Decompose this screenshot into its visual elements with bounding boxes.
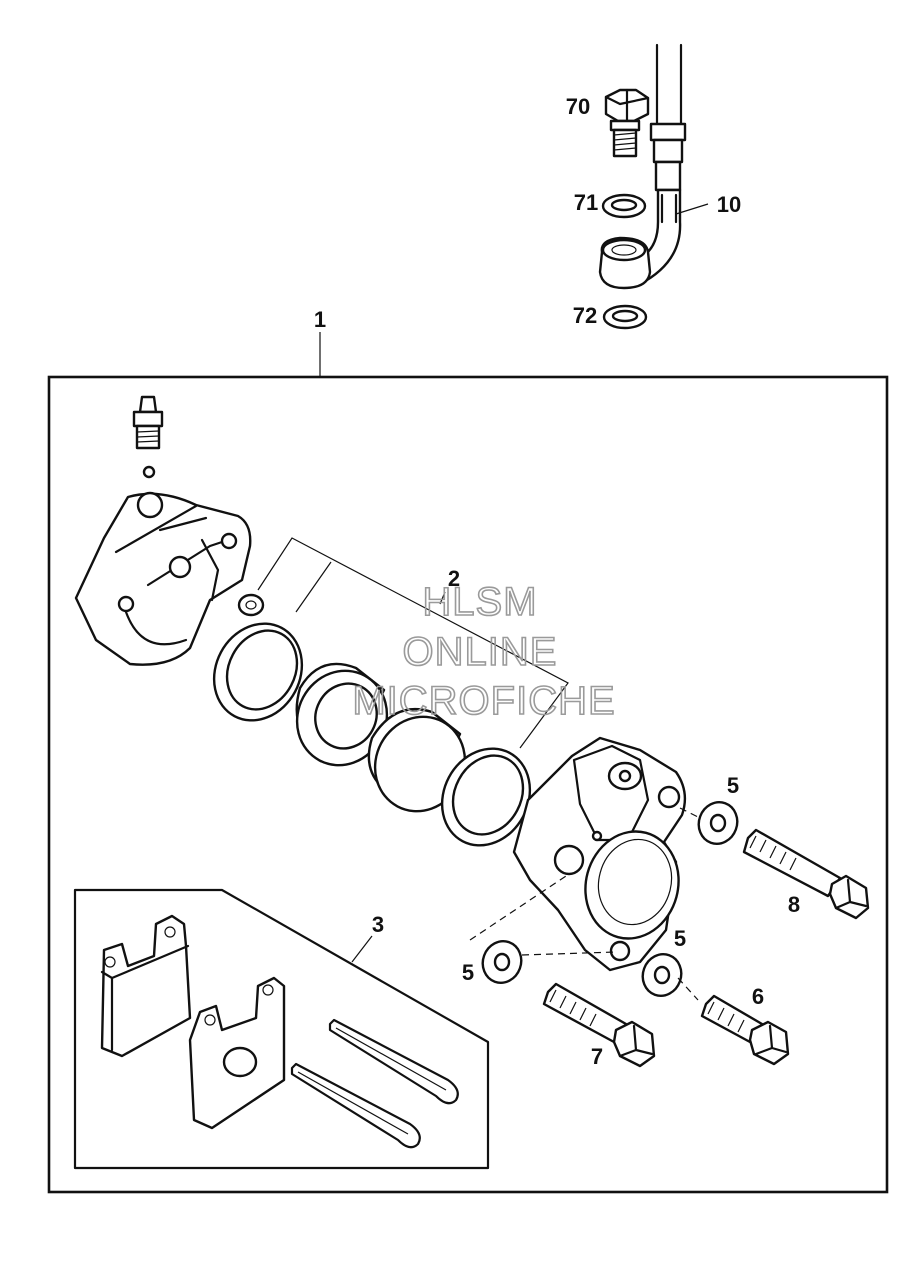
part-label-7: 7	[591, 1044, 603, 1069]
part-label-5-left: 5	[462, 960, 474, 985]
mounting-bolt-long	[742, 828, 870, 920]
part-label-5-upper: 5	[727, 773, 739, 798]
washer-lower-right	[641, 953, 683, 997]
leader-3	[351, 935, 373, 963]
part-label-2: 2	[448, 566, 460, 591]
brake-hose	[626, 43, 687, 286]
watermark-line-3: MICROFICHE	[352, 679, 615, 723]
piston-seal-left	[212, 622, 304, 722]
piston-front	[295, 662, 389, 767]
part-label-70: 70	[566, 94, 590, 119]
piston-seal-right	[440, 747, 532, 847]
watermark-line-2: ONLINE	[403, 630, 558, 674]
bleeder-valve	[132, 395, 164, 479]
piston-rear	[367, 707, 467, 813]
part-label-10: 10	[717, 192, 741, 217]
seal-kit-bracket	[257, 537, 569, 749]
part-label-72: 72	[573, 303, 597, 328]
leader-2	[439, 591, 446, 605]
brake-pad-kit-box	[73, 888, 490, 1170]
assembly-frame	[47, 375, 889, 1194]
leader-10	[675, 203, 709, 215]
part-label-3: 3	[372, 912, 384, 937]
mounting-bolt-medium	[542, 982, 656, 1068]
alignment-dashes	[469, 807, 701, 1001]
small-o-ring	[237, 593, 265, 617]
brake-pad-front	[100, 914, 192, 1058]
washer-upper-right	[697, 801, 739, 845]
banjo-fitting	[598, 236, 652, 290]
brake-pad-rear	[188, 976, 286, 1130]
caliper-body-right	[512, 736, 687, 972]
part-label-5-right: 5	[674, 926, 686, 951]
watermark: HLSM ONLINE MICROFICHE	[352, 579, 616, 724]
watermark-line-1: HLSM	[422, 580, 537, 624]
washer-lower-left	[481, 940, 523, 984]
mounting-bolt-short	[700, 994, 790, 1066]
part-label-71: 71	[574, 190, 598, 215]
part-label-1: 1	[314, 307, 326, 332]
banjo-bolt	[604, 88, 650, 158]
part-label-6: 6	[752, 984, 764, 1009]
copper-washer-upper	[601, 193, 647, 219]
caliper-body-left	[74, 491, 252, 666]
cotter-pin-lower	[290, 1062, 421, 1149]
cotter-pin-upper	[328, 1018, 459, 1105]
copper-washer-lower	[602, 304, 648, 330]
part-label-8: 8	[788, 892, 800, 917]
